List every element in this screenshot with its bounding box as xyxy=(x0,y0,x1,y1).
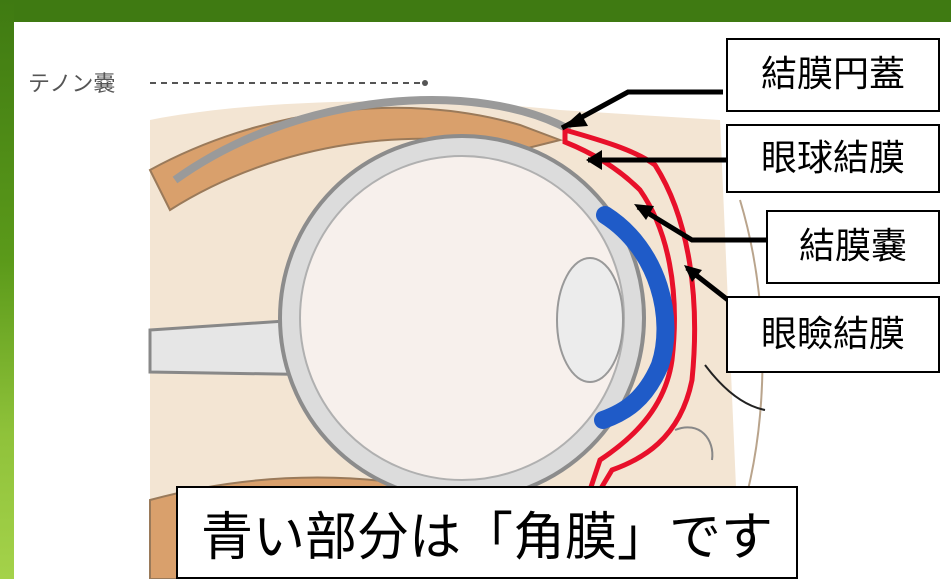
top-accent-bar xyxy=(0,0,951,22)
lens xyxy=(557,258,623,382)
conjunctival-sac-label: 結膜嚢 xyxy=(766,210,940,284)
tenon-pointer-dot xyxy=(422,80,428,86)
palpebral-conjunctiva-label: 眼瞼結膜 xyxy=(726,296,940,373)
bulbar-conjunctiva-label: 眼球結膜 xyxy=(726,124,940,193)
tenon-capsule-label: テノン嚢 xyxy=(28,66,115,98)
conjunctival-fornix-label: 結膜円蓋 xyxy=(726,38,940,112)
left-accent-bar xyxy=(0,0,14,579)
caption: 青い部分は「角膜」です xyxy=(176,486,798,579)
